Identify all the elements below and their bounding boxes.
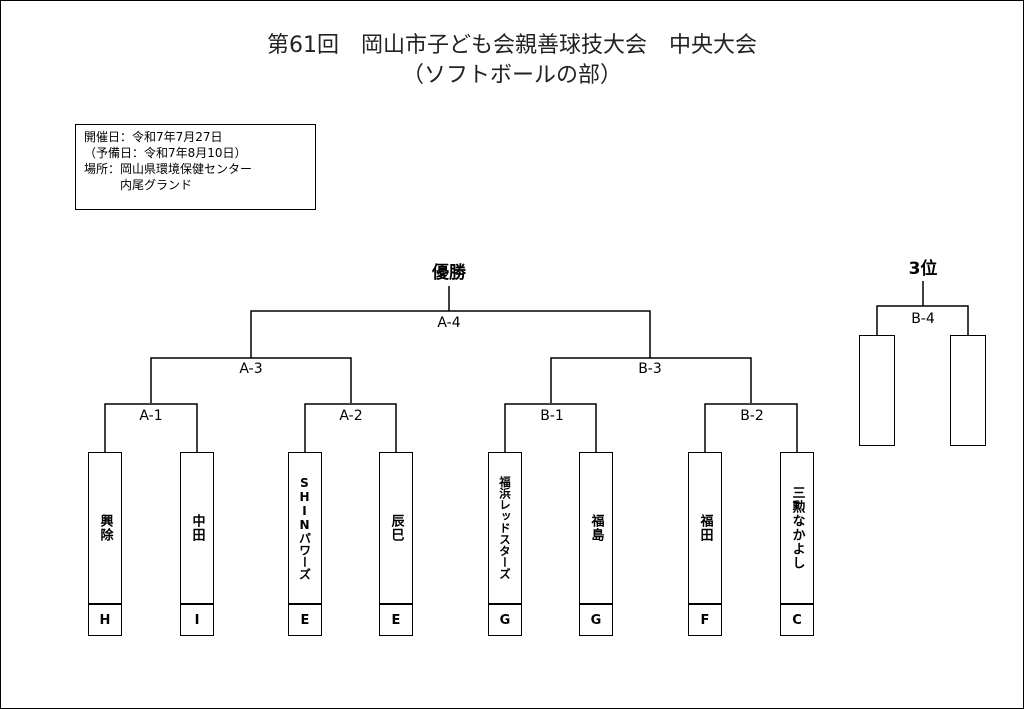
group-letter: G xyxy=(488,604,522,636)
group-letter: E xyxy=(379,604,413,636)
team-name: 福島 xyxy=(588,514,604,542)
event-date: 開催日：令和7年7月27日 xyxy=(84,130,223,144)
team-box: 三勲なかよし xyxy=(780,452,814,604)
venue: 場所：岡山県環境保健センター xyxy=(84,162,253,176)
team-name: 辰巳 xyxy=(388,514,404,542)
champion-label: 優勝 xyxy=(432,263,466,283)
team-name: 中田 xyxy=(189,514,205,542)
match-b4-label: B-4 xyxy=(911,311,935,327)
third-place-label: 3位 xyxy=(908,259,938,279)
team-box: 福島 xyxy=(579,452,613,604)
third-place-slot xyxy=(950,335,986,446)
match-a2-label: A-2 xyxy=(339,408,363,424)
team-name: 福田 xyxy=(697,514,713,542)
group-letter: F xyxy=(688,604,722,636)
team-box: 福浜レッドスターズ xyxy=(488,452,522,604)
tournament-subtitle: （ソフトボールの部） xyxy=(401,63,622,88)
group-letter: I xyxy=(180,604,214,636)
group-letter: E xyxy=(288,604,322,636)
team-box: 福田 xyxy=(688,452,722,604)
match-b1-label: B-1 xyxy=(540,408,564,424)
third-place-slot xyxy=(859,335,895,446)
match-b3-label: B-3 xyxy=(638,361,662,377)
team-name: 福浜レッドスターズ xyxy=(498,476,512,580)
match-a3-label: A-3 xyxy=(239,361,263,377)
match-a4-label: A-4 xyxy=(437,315,461,331)
group-letter: C xyxy=(780,604,814,636)
event-info-box: 開催日：令和7年7月27日 （予備日：令和7年8月10日） 場所：岡山県環境保健… xyxy=(75,124,316,210)
tournament-title: 第61回 岡山市子ども会親善球技大会 中央大会 xyxy=(267,33,757,58)
group-letter: H xyxy=(88,604,122,636)
team-name: 興除 xyxy=(97,514,113,542)
team-name: 三勲なかよし xyxy=(789,486,805,570)
group-letter: G xyxy=(579,604,613,636)
backup-date: （予備日：令和7年8月10日） xyxy=(84,146,247,160)
team-box: 興除 xyxy=(88,452,122,604)
team-name: SHINパワーズ xyxy=(297,476,312,580)
match-a1-label: A-1 xyxy=(139,408,163,424)
team-box: 中田 xyxy=(180,452,214,604)
match-b2-label: B-2 xyxy=(740,408,764,424)
team-box: 辰巳 xyxy=(379,452,413,604)
team-box: SHINパワーズ xyxy=(288,452,322,604)
venue-detail: 内尾グランド xyxy=(84,178,193,192)
